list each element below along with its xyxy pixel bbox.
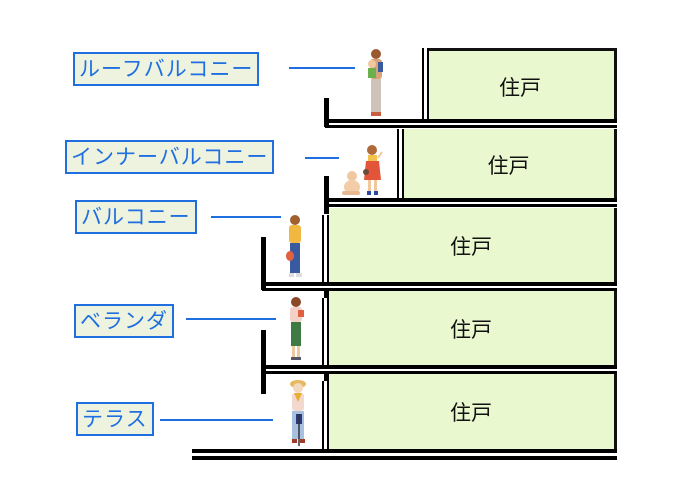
unit-wall-floor-2 (322, 298, 329, 366)
unit-wall-floor-1 (322, 381, 329, 450)
dwelling-unit-floor-5: 住戸 (426, 48, 617, 122)
unit-wall-floor-3 (322, 215, 329, 283)
unit-label: 住戸 (450, 234, 492, 259)
floor-slab-5 (325, 198, 617, 207)
leader-line-roof-balcony (289, 67, 355, 69)
leader-line-veranda (186, 318, 276, 320)
label-inner-balcony: インナーバルコニー (65, 140, 275, 174)
label-veranda: ベランダ (74, 304, 174, 338)
column-stub (324, 206, 329, 214)
unit-wall-floor-4 (397, 129, 404, 200)
parapet-balcony (261, 237, 266, 290)
column-stub (324, 290, 329, 298)
unit-label: 住戸 (450, 317, 492, 342)
woman-with-book-figure (290, 297, 304, 360)
unit-label: 住戸 (450, 401, 492, 425)
label-terrace: テラス (76, 402, 154, 436)
floor-slab-3 (262, 365, 617, 374)
floor-slab-4 (262, 282, 617, 291)
leader-line-terrace (160, 419, 273, 421)
unit-label: 住戸 (487, 153, 530, 178)
label-balcony: バルコニー (75, 200, 197, 234)
label-roof-balcony: ルーフバルコニー (73, 52, 260, 86)
column-stub (324, 373, 329, 381)
unit-label: 住戸 (499, 75, 541, 100)
woman-with-bag-figure (286, 215, 302, 277)
dwelling-unit-floor-4: 住戸 (403, 129, 617, 200)
dwelling-unit-floor-3: 住戸 (328, 208, 617, 283)
baby-sitting-figure (342, 171, 360, 195)
woman-holding-baby-figure (368, 49, 383, 116)
dwelling-unit-floor-1: 住戸 (328, 374, 617, 450)
girl-figure (363, 145, 383, 195)
elderly-woman-with-cane-figure (290, 380, 306, 446)
unit-wall-floor-5 (422, 48, 429, 122)
dwelling-unit-floor-2: 住戸 (328, 291, 617, 366)
floor-slab-roof (325, 119, 617, 128)
parapet-inner-balcony (324, 176, 329, 206)
parapet-veranda (261, 330, 266, 394)
ground-slab (192, 449, 617, 460)
leader-line-balcony (211, 216, 281, 218)
leader-line-inner-balcony (305, 157, 339, 159)
parapet-roof-balcony (324, 98, 329, 127)
